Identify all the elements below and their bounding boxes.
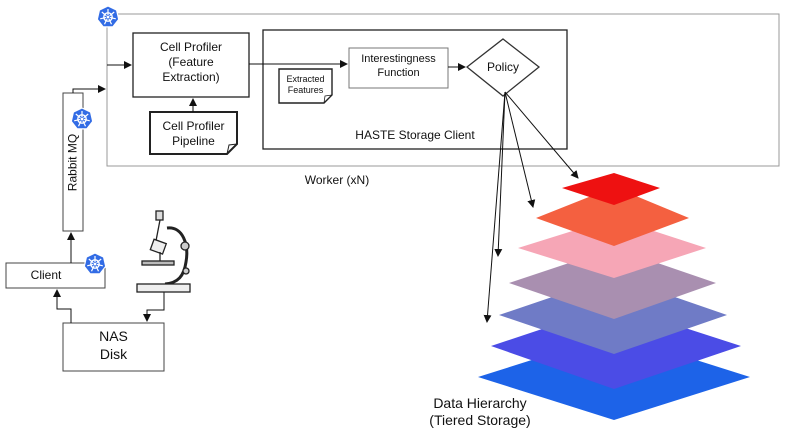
cell-profiler-line1: Cell Profiler <box>159 40 222 54</box>
storage-tier-1 <box>562 173 660 205</box>
worker-label: Worker (xN) <box>304 173 370 187</box>
extracted-line2: Features <box>287 85 324 96</box>
policy-to-tier6-arrow <box>483 91 506 323</box>
cell-profiler-box <box>132 32 250 98</box>
nas-disk-label: NAS Disk <box>63 327 164 363</box>
policy-diamond <box>465 38 541 97</box>
interestingness-box <box>348 47 449 89</box>
extracted-page-fold <box>323 94 333 104</box>
pipeline-document <box>149 111 238 155</box>
interestingness-label: Interestingness Function <box>349 53 448 81</box>
interestingness-line2: Function <box>377 66 420 79</box>
cell-profiler-line3: Extraction) <box>162 70 220 84</box>
nas-line2: Disk <box>99 346 128 363</box>
nas-to-client-arrow <box>53 289 72 323</box>
storage-tier-2 <box>536 187 689 246</box>
policy-to-tier1-arrow <box>504 91 579 179</box>
hierarchy-line2: (Tiered Storage) <box>429 411 531 428</box>
extracted-line1: Extracted <box>286 74 325 84</box>
data-hierarchy-label: Data Hierarchy (Tiered Storage) <box>410 395 550 429</box>
rabbit-mq-label: Rabbit MQ <box>65 133 80 192</box>
extracted-document <box>278 68 333 104</box>
storage-tier-4 <box>509 248 716 319</box>
interestingness-line1: Interestingness <box>361 53 436 65</box>
pipeline-line1: Cell Profiler <box>162 119 225 133</box>
rabbit-to-worker-arrow <box>72 85 106 93</box>
pipeline-label: Cell Profiler Pipeline <box>150 119 237 149</box>
kubernetes-icon <box>83 252 107 275</box>
nas-disk-box <box>62 322 165 372</box>
storage-tier-3 <box>518 218 706 278</box>
haste-label: HASTE Storage Client <box>355 128 475 142</box>
cell-profiler-label: Cell Profiler (Feature Extraction) <box>133 40 249 85</box>
microscope-to-nas-arrow <box>143 292 165 322</box>
cell-profiler-line2: (Feature <box>168 55 214 69</box>
client-label: Client <box>30 268 62 282</box>
policy-label: Policy <box>486 60 519 74</box>
pipeline-page-fold <box>226 143 238 155</box>
hierarchy-line1: Data Hierarchy <box>433 395 527 411</box>
pipeline-line2: Pipeline <box>172 134 215 148</box>
extracted-features-label: Extracted Features <box>279 74 332 97</box>
kubernetes-icon <box>96 5 120 28</box>
storage-tiers <box>478 173 750 420</box>
policy-to-tier4-arrow <box>494 91 506 257</box>
microscope-icon <box>136 210 191 293</box>
nas-line1: NAS <box>99 328 128 344</box>
policy-to-tier2-arrow <box>504 91 536 208</box>
